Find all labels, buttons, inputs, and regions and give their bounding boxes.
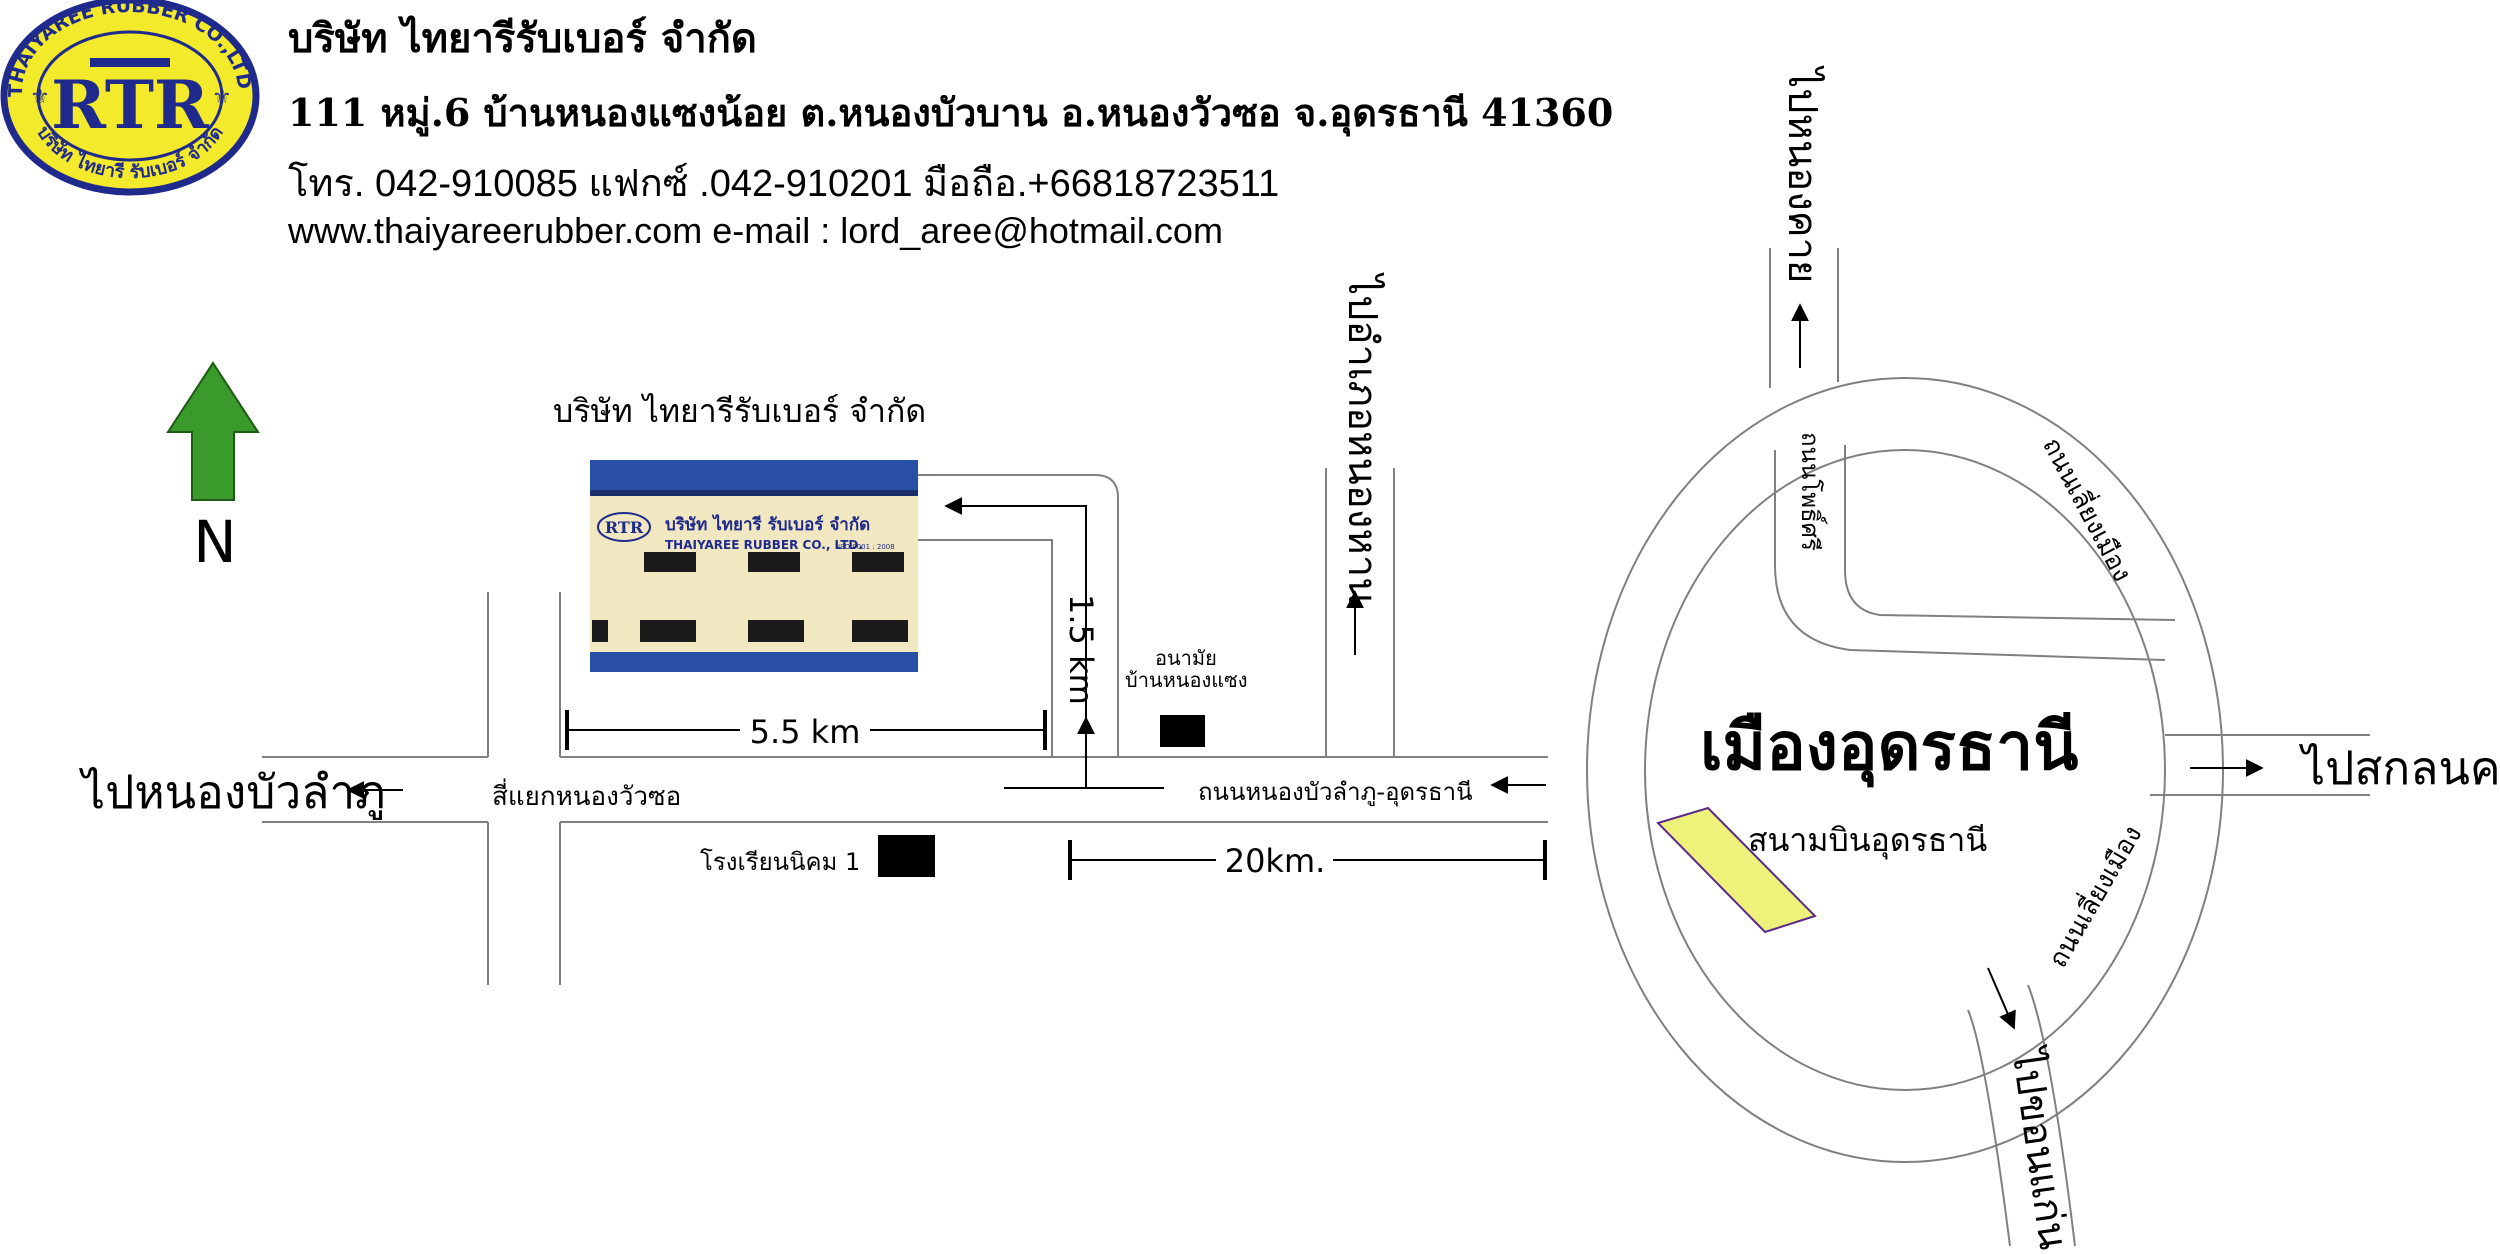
health-center-marker [1160, 715, 1205, 747]
label-school: โรงเรียนนิคม 1 [700, 848, 861, 876]
label-road-pho-si: ถนนโพธิ์ศรี [1796, 432, 1824, 551]
svg-text:⚜: ⚜ [212, 85, 232, 110]
label-to-sakon-nakhon: ไปสกลนคร [2302, 741, 2500, 795]
school-marker [878, 835, 935, 877]
company-logo: THAIYAREE RUBBER CO.,LTD. บริษัท ไทยารี … [0, 0, 260, 196]
road-network [262, 248, 2370, 1246]
label-health-center-line1: อนามัย [1155, 646, 1217, 670]
factory-sign-en: THAIYAREE RUBBER CO., LTD. [665, 538, 863, 552]
distance-5-5-km: 5.5 km [750, 713, 861, 751]
svg-text:⚜: ⚜ [30, 85, 50, 110]
label-health-center-line2: บ้านหนองแซง [1125, 668, 1248, 692]
factory-sign-th: บริษัท ไทยารี รับเบอร์ จำกัด [665, 514, 870, 535]
company-phone: โทร. 042-910085 แฟกซ์ .042-910201 มือถือ… [288, 163, 1280, 205]
label-to-nong-han-luang: ไปอำเภอหนองหาน [1339, 275, 1385, 605]
compass-north-arrow-icon: N [166, 361, 260, 576]
company-address: 111 หมู่.6 บ้านหนองแซงน้อย ต.หนองบัวบาน … [288, 90, 1614, 135]
compass-label: N [193, 508, 236, 576]
svg-text:RTR: RTR [605, 518, 644, 537]
label-to-nong-khai: ไปหนองคาย [1779, 68, 1825, 284]
direction-arrows [346, 303, 2264, 1030]
company-web-email: www.thaiyareerubber.com e-mail : lord_ar… [288, 210, 1223, 251]
label-factory-title: บริษัท ไทยารีรับเบอร์ จำกัด [553, 392, 927, 430]
label-to-nong-bua-lamphu: ไปหนองบัวลำภู [82, 765, 386, 819]
logo-monogram: RTR [51, 66, 210, 144]
airport-area [1656, 806, 1817, 934]
label-nong-wua-so-junction: สี่แยกหนองวัวซอ [492, 782, 682, 812]
company-name: บริษัท ไทยารีรับเบอร์ จำกัด [288, 15, 757, 62]
factory-photo: RTR บริษัท ไทยารี รับเบอร์ จำกัด THAIYAR… [590, 460, 918, 672]
distance-20-km: 20km. [1225, 842, 1326, 880]
label-city: เมืองอุดรธานี [1700, 708, 2079, 785]
label-airport: สนามบินอุดรธานี [1748, 821, 1988, 859]
factory-sign-cert: ISO 9001 : 2008 [838, 543, 895, 551]
distance-lines [565, 710, 1547, 880]
label-main-road: ถนนหนองบัวลำภู-อุดรธานี [1198, 778, 1473, 806]
distance-1-5-km: 1.5 km [1062, 594, 1100, 705]
